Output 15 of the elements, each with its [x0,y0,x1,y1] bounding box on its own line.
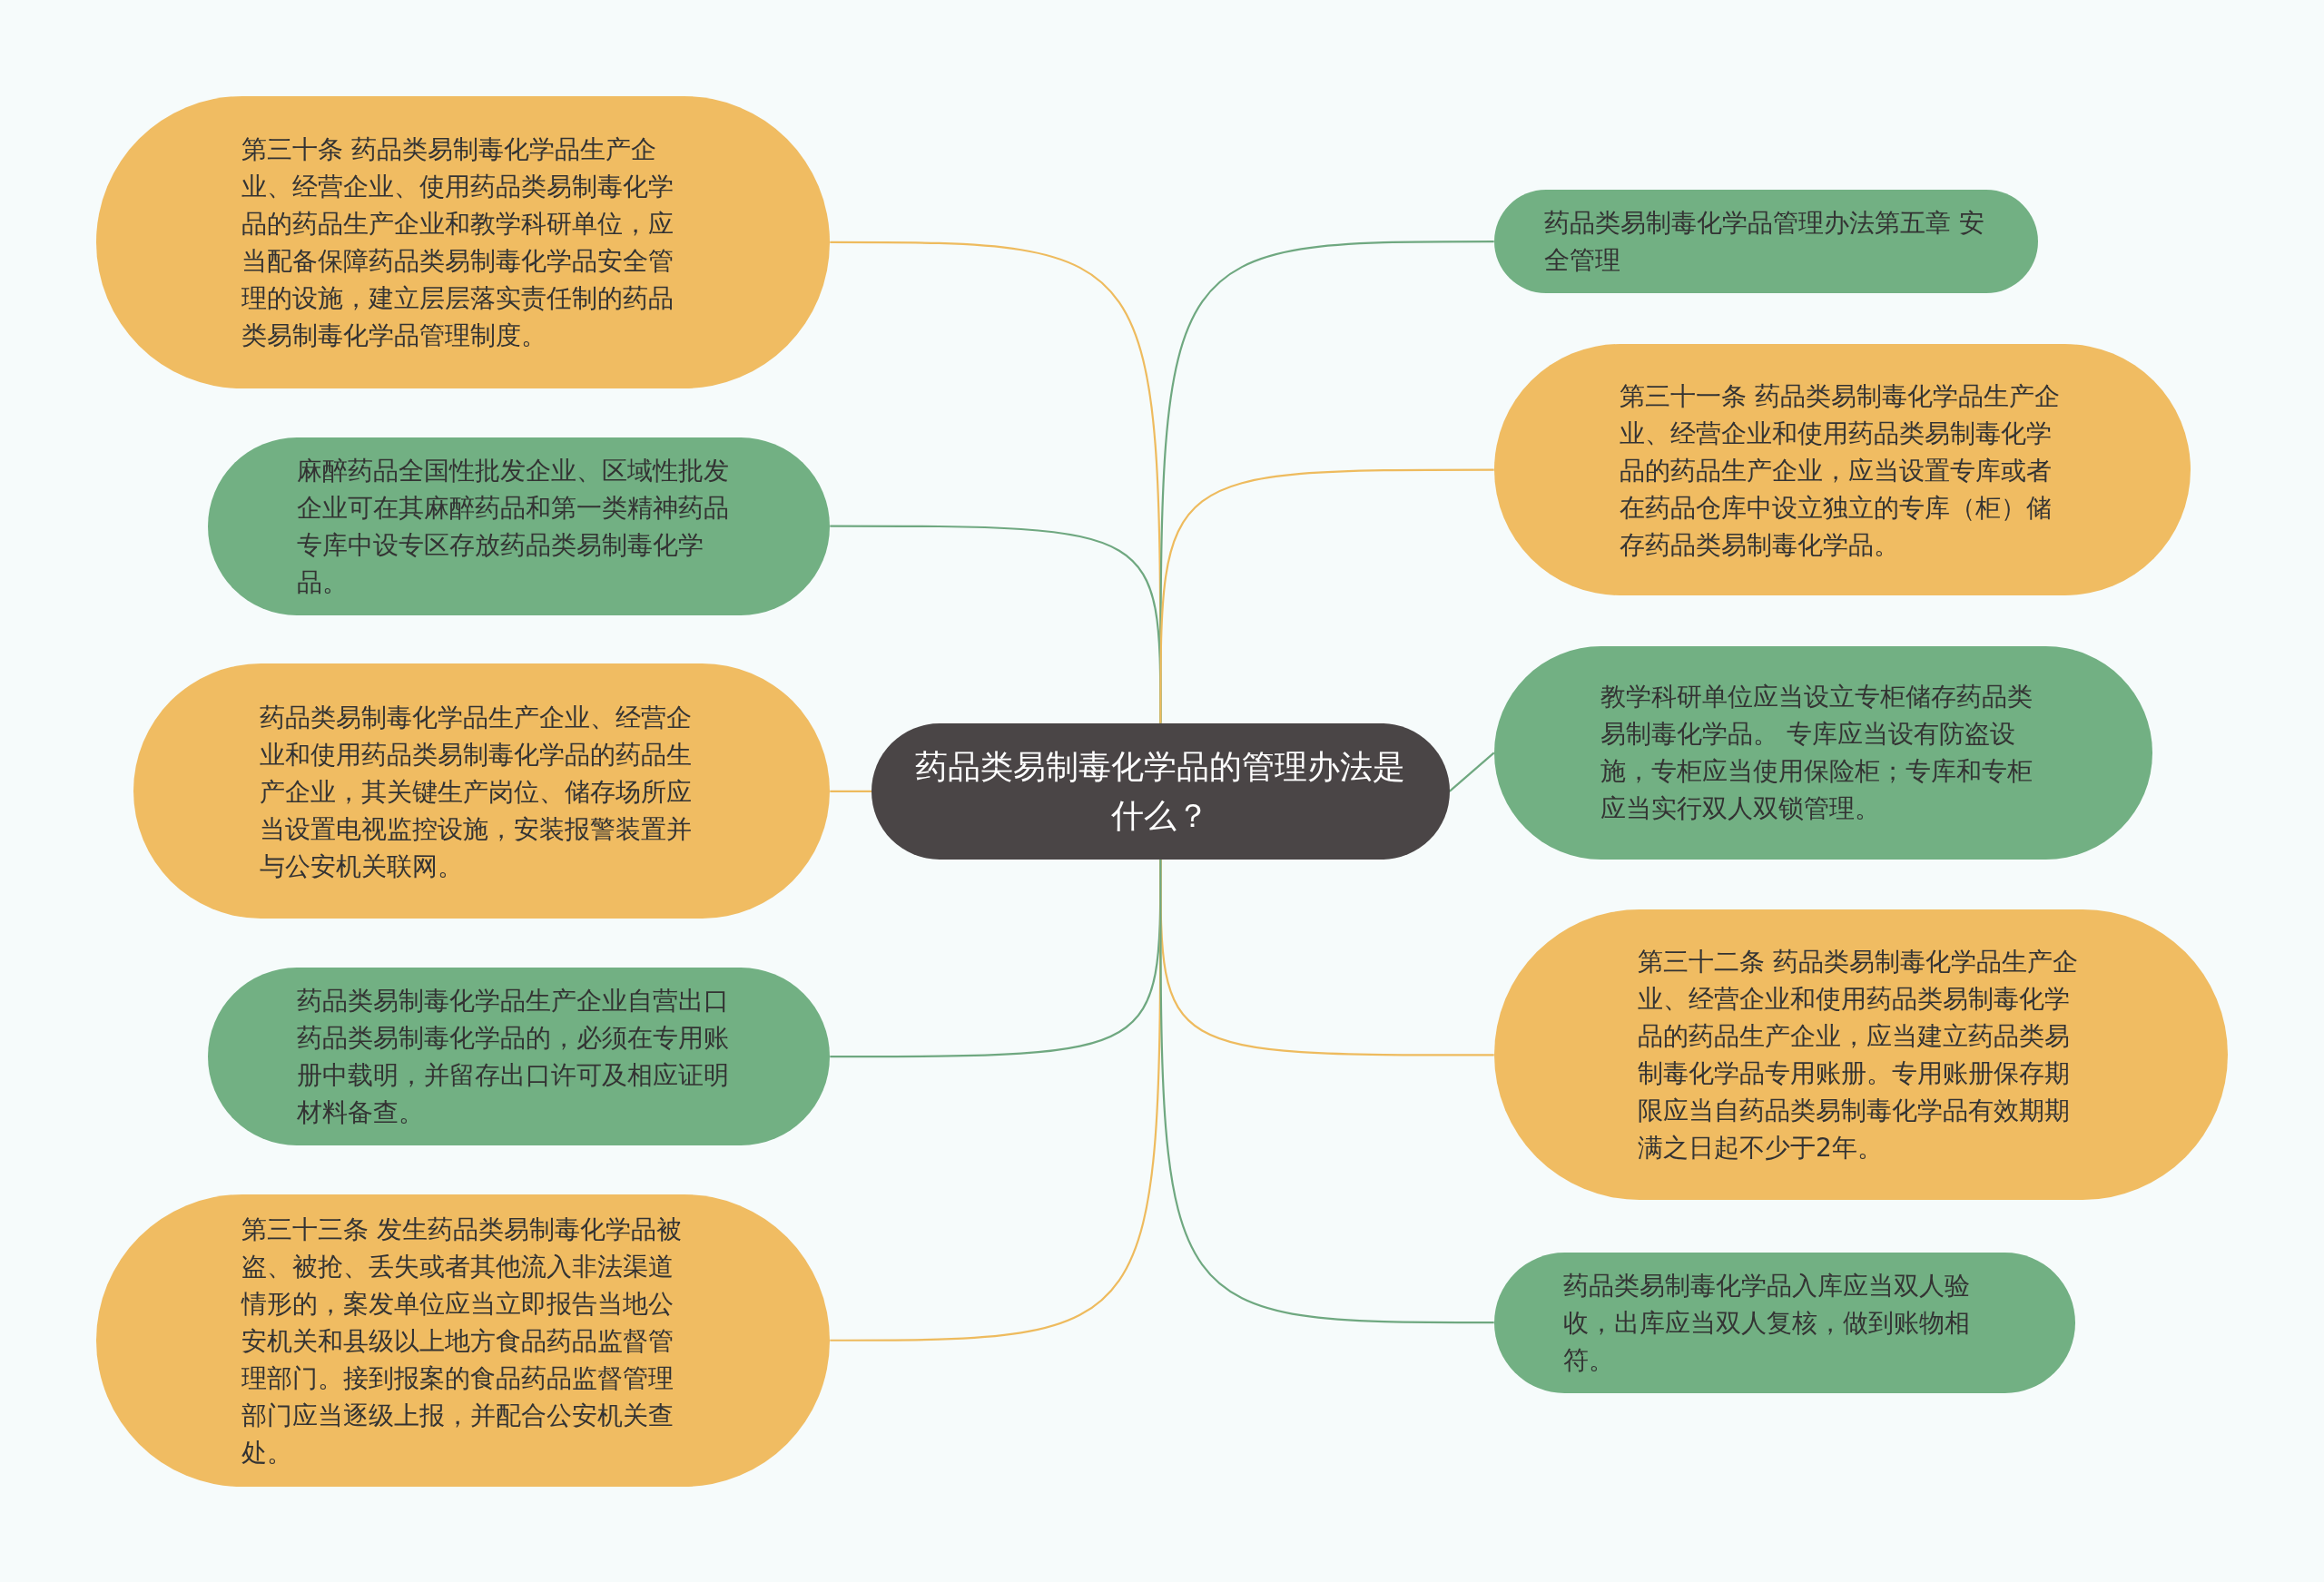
node-text: 药品类易制毒化学品入库应当双人验收，出库应当双人复核，做到账物相符。 [1563,1269,1972,1377]
node-text: 药品类易制毒化学品生产企业自营出口药品类易制毒化学品的，必须在专用账册中载明，并留存出口许可及相应证明材料备查。 [296,985,730,1130]
node-text: 药品类易制毒化学品的管理办法是什么？ [914,746,1407,836]
node-text: 药品类易制毒化学品管理办法第五章 安全管理 [1544,207,1986,278]
node-text: 第三十一条 药品类易制毒化学品生产企业、经营企业和使用药品类易制毒化学品的药品生产企业，应当设置专库或者在药品仓库中设立独立的专库（柜）储存药品类易制毒化学品。 [1620,379,2062,562]
connector-line [1159,859,1494,1324]
connector-line [830,790,872,792]
node-text: 第三十条 药品类易制毒化学品生产企业、经营企业、使用药品类易制毒化学品的药品生产企业和教学科研单位，应当配备保障药品类易制毒化学品安全管理的设施，建立层层落实责任制的药品类易制毒化学品管理制度。 [241,133,675,352]
connector-line [1159,468,1494,723]
node-text: 第三十三条 发生药品类易制毒化学品被盗、被抢、丢失或者其他流入非法渠道情形的，案发单位应当立即报告当地公安机关和县级以上地方食品药品监督管理部门。接到报案的食品药品监督管理部门应当逐级上报，并配合公安机关查处。 [241,1213,683,1469]
node-text: 药品类易制毒化学品生产企业、经营企业和使用药品类易制毒化学品的药品生产企业，其关键生产岗位、储存场所应当设置电视监控设施，安装报警装置并与公安机关联网。 [259,701,693,883]
node-text: 麻醉药品全国性批发企业、区域性批发企业可在其麻醉药品和第一类精神药品专库中设专区存放药品类易制毒化学品。 [296,454,730,599]
connector-line [1449,752,1495,792]
node-text: 教学科研单位应当设立专柜储存药品类易制毒化学品。 专库应当设有防盗设施，专柜应当使用保险柜；专库和专柜应当实行双人双锁管理。 [1600,681,2034,826]
node-text: 第三十二条 药品类易制毒化学品生产企业、经营企业和使用药品类易制毒化学品的药品生产企业，应当建立药品类易制毒化学品专用账册。专用账册保存期限应当自药品类易制毒化学品有效期期满之日起不少于2年。 [1638,946,2079,1165]
